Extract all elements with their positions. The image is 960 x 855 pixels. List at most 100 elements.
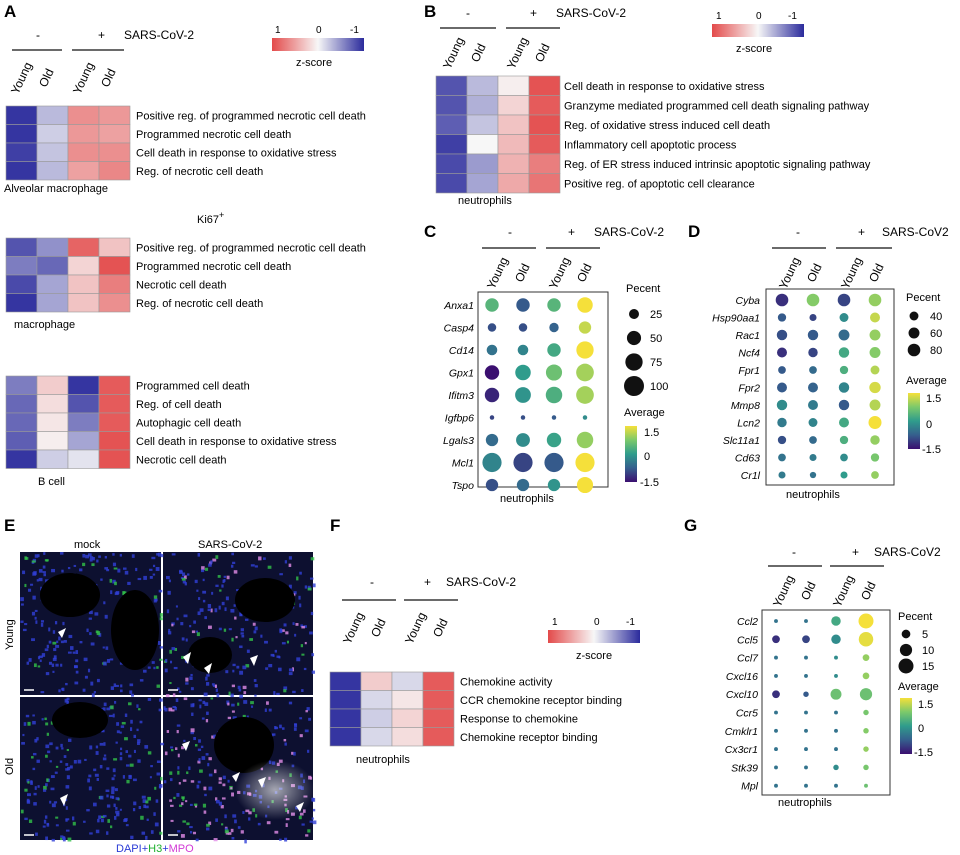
nucleus-speck <box>177 766 180 770</box>
heatmap-cell <box>67 375 100 395</box>
nucleus-speck <box>211 683 215 686</box>
nucleus-speck <box>299 812 304 816</box>
nucleus-speck <box>243 700 248 704</box>
panel-label-g: G <box>684 516 697 535</box>
nucleus-speck <box>96 559 99 563</box>
dot <box>834 728 838 733</box>
nucleus-speck <box>113 803 116 808</box>
nucleus-speck <box>103 754 107 757</box>
nucleus-speck <box>103 702 107 707</box>
c-size-legend-title: Pecent <box>626 283 660 295</box>
nucleus-speck <box>213 769 217 774</box>
dot <box>833 764 839 771</box>
nucleus-speck <box>236 589 240 592</box>
heatmap-cell <box>497 95 530 116</box>
nucleus-speck <box>305 834 309 837</box>
nucleus-speck <box>185 800 188 803</box>
nucleus-speck <box>299 603 302 608</box>
nucleus-speck <box>40 620 45 623</box>
heatmap-cell <box>466 114 499 135</box>
nucleus-speck <box>145 800 149 804</box>
heatmap-cell <box>528 114 561 135</box>
nucleus-speck <box>171 553 176 556</box>
nucleus-speck <box>115 741 118 744</box>
airspace-dark-1 <box>40 573 100 617</box>
nucleus-speck <box>74 665 78 668</box>
nucleus-speck <box>177 753 180 758</box>
size-legend-label: 25 <box>650 309 662 321</box>
nucleus-speck <box>170 804 174 807</box>
nucleus-speck <box>119 731 122 734</box>
nucleus-speck <box>82 688 86 692</box>
nucleus-speck <box>46 644 49 649</box>
nucleus-speck <box>73 564 77 567</box>
nucleus-speck <box>36 579 39 582</box>
nucleus-speck <box>72 821 76 826</box>
nucleus-speck <box>206 711 209 715</box>
nucleus-speck <box>65 806 68 810</box>
nucleus-speck <box>125 824 129 827</box>
nucleus-speck <box>243 691 247 695</box>
heatmap-cell <box>98 293 131 313</box>
nucleus-speck <box>94 612 99 616</box>
nucleus-speck <box>147 751 152 755</box>
nucleus-speck <box>45 836 48 841</box>
nucleus-speck <box>21 741 25 745</box>
nucleus-speck <box>125 764 130 767</box>
nucleus-speck <box>124 737 128 741</box>
nucleus-speck <box>128 775 132 780</box>
nucleus-speck <box>221 584 224 588</box>
size-legend-dot <box>909 311 919 321</box>
nucleus-speck <box>142 799 147 803</box>
gene-label: Lcn2 <box>737 418 760 430</box>
heatmap-neutrophils-b: Cell death in response to oxidative stre… <box>435 75 871 194</box>
nucleus-speck <box>138 708 141 711</box>
c-plus: + <box>568 225 575 239</box>
gene-label: Cxcl10 <box>726 689 758 701</box>
nucleus-speck <box>112 579 116 584</box>
heatmap-cell <box>466 134 499 155</box>
nucleus-speck <box>97 818 100 823</box>
nucleus-speck <box>92 557 95 561</box>
a-title-ki67-plus: + <box>219 210 224 220</box>
g-color-legend-title: Average <box>898 681 939 693</box>
nucleus-speck <box>312 808 316 812</box>
nucleus-speck <box>288 584 292 589</box>
nucleus-speck <box>102 757 107 761</box>
d-color-colorbar <box>908 393 920 449</box>
arrowhead <box>182 741 190 751</box>
heatmap-cell <box>391 708 424 728</box>
nucleus-speck <box>193 803 198 806</box>
nucleus-speck <box>191 712 194 717</box>
nucleus-speck <box>38 569 43 573</box>
nucleus-speck <box>218 801 222 806</box>
nucleus-speck <box>309 820 313 823</box>
nucleus-speck <box>44 648 49 652</box>
nucleus-speck <box>145 805 149 809</box>
nucleus-speck <box>33 792 37 796</box>
nucleus-speck <box>113 567 118 570</box>
dot <box>487 323 497 332</box>
gene-label: Cd14 <box>449 345 474 357</box>
nucleus-speck <box>119 553 122 557</box>
dot <box>863 764 869 771</box>
heatmap-cell <box>67 412 100 432</box>
nucleus-speck <box>93 691 96 694</box>
nucleus-speck <box>28 588 32 592</box>
nucleus-speck <box>49 760 52 763</box>
heatmap-cell <box>98 105 131 125</box>
nucleus-speck <box>210 697 214 700</box>
nucleus-speck <box>278 667 282 672</box>
nucleus-speck <box>132 808 136 812</box>
nucleus-speck <box>114 581 117 586</box>
nucleus-speck <box>65 682 68 686</box>
nucleus-speck <box>109 825 113 829</box>
gene-label: Fpr1 <box>738 365 760 377</box>
dot <box>549 322 559 333</box>
nucleus-speck <box>226 700 230 705</box>
dotplot-c: Anxa1Casp4Cd14Gpx1Ifitm3Igfbp6Lgals3Mcl1… <box>443 291 609 494</box>
g-sars-label: SARS-CoV2 <box>874 545 941 559</box>
nucleus-speck <box>245 664 250 668</box>
